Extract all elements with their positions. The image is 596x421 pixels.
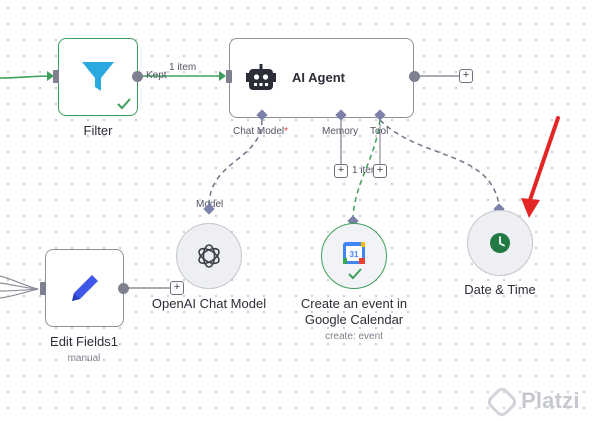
agent-input-port[interactable] xyxy=(226,70,232,83)
filter-input-port[interactable] xyxy=(53,70,59,83)
tool-to-calendar-edge[interactable] xyxy=(352,119,381,217)
edit-fields-add-button[interactable]: + xyxy=(170,281,184,295)
check-icon xyxy=(117,98,131,110)
chat-model-edge[interactable] xyxy=(208,119,263,206)
incoming-arrowhead xyxy=(47,71,54,81)
robot-icon xyxy=(246,64,276,90)
datetime-label: Date & Time xyxy=(464,282,536,297)
filter-items-count: 1 item xyxy=(169,62,197,73)
edit-fields-input-port[interactable] xyxy=(40,282,46,295)
ai-agent-node[interactable]: AI Agent xyxy=(229,38,414,118)
watermark-text: Platzi xyxy=(521,388,580,413)
filter-to-agent-arrowhead xyxy=(219,71,226,81)
ai-agent-label: AI Agent xyxy=(292,70,345,85)
add-tool-button[interactable]: + xyxy=(373,164,387,178)
kept-output-label: Kept xyxy=(146,70,167,81)
memory-port-label: Memory xyxy=(322,126,359,137)
edit-fields-node[interactable] xyxy=(45,249,124,327)
incoming-edge-edit-2 xyxy=(0,282,39,290)
openai-label: OpenAI Chat Model xyxy=(151,296,267,311)
edit-fields-label: Edit Fields1 xyxy=(50,334,118,349)
date-time-node[interactable] xyxy=(467,210,533,276)
filter-output-port[interactable] xyxy=(132,71,143,82)
agent-add-button[interactable]: + xyxy=(459,69,473,83)
calendar-day: 31 xyxy=(350,250,359,259)
filter-icon xyxy=(82,62,114,91)
pencil-icon xyxy=(72,275,98,301)
calendar-label-line2: Google Calendar xyxy=(304,312,404,327)
chat-model-port-label: Chat Model* xyxy=(233,126,289,137)
clock-icon xyxy=(490,233,510,253)
add-memory-button[interactable]: + xyxy=(334,164,348,178)
edit-fields-subtitle: manual xyxy=(67,353,101,364)
calendar-label-line1: Create an event in xyxy=(300,296,408,311)
tool-to-datetime-edge[interactable] xyxy=(379,119,500,206)
openai-icon xyxy=(198,244,220,268)
calendar-subtitle: create: event xyxy=(325,331,383,342)
agent-output-port[interactable] xyxy=(409,71,420,82)
tool-port-label: Tool xyxy=(370,126,389,137)
arrow-annotation xyxy=(528,116,560,202)
check-icon xyxy=(348,268,362,280)
incoming-edge[interactable] xyxy=(0,75,53,79)
edit-fields-output-port[interactable] xyxy=(118,283,129,294)
openai-chat-model-node[interactable] xyxy=(176,223,242,289)
tool-items-count: 1 item xyxy=(352,165,380,176)
incoming-edge-edit-4 xyxy=(0,288,39,299)
filter-label: Filter xyxy=(83,123,113,138)
incoming-edge-edit-1 xyxy=(0,275,39,290)
google-calendar-node[interactable]: 31 xyxy=(321,223,387,289)
arrow-annotation-head xyxy=(521,198,540,218)
filter-node[interactable] xyxy=(58,38,138,116)
google-calendar-icon: 31 xyxy=(343,242,365,264)
